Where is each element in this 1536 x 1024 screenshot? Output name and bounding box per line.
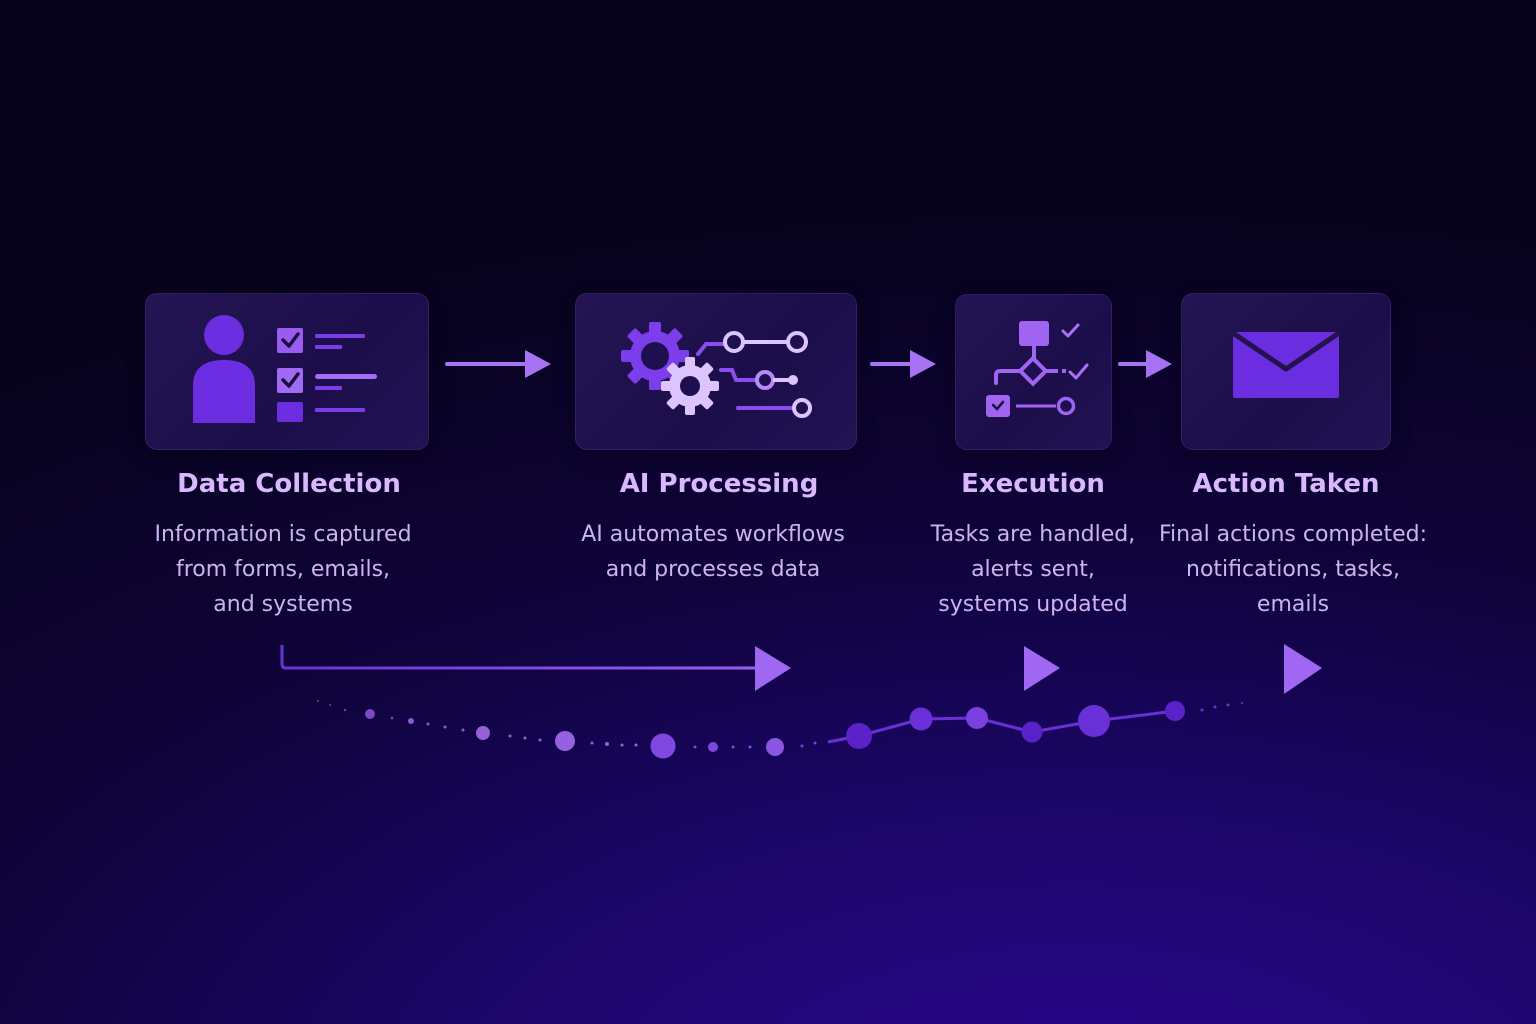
step-description: AI automates workflows and processes dat… — [581, 522, 845, 582]
timeline-dot — [365, 709, 375, 719]
timeline-dot — [476, 726, 490, 740]
timeline-dot — [1241, 702, 1243, 704]
step-card-ai-processing — [575, 293, 857, 450]
user-form-checklist-icon — [193, 315, 377, 423]
arrow-right-icon — [1118, 350, 1172, 378]
timeline-dot — [766, 738, 784, 756]
timeline-dot — [343, 708, 347, 712]
step-description: Final actions completed: notifications, … — [1158, 522, 1427, 617]
timeline-dot — [538, 738, 542, 742]
timeline-node — [966, 707, 988, 729]
flowchart-icon — [986, 321, 1089, 417]
triangle-arrow-icon — [755, 646, 791, 691]
triangle-arrow-icon — [1284, 644, 1322, 694]
timeline-dot — [317, 700, 319, 702]
timeline-dot — [650, 733, 676, 759]
timeline-line — [280, 645, 760, 670]
timeline-dot — [1213, 705, 1217, 709]
timeline-dot — [634, 743, 638, 747]
timeline-dot — [620, 743, 624, 747]
timeline-node — [1078, 705, 1110, 737]
step-title: Action Taken — [1192, 469, 1380, 499]
timeline-dot — [708, 742, 718, 752]
timeline-dot — [693, 745, 697, 749]
timeline-node — [846, 723, 872, 749]
timeline-dot — [1200, 708, 1204, 712]
envelope-icon — [1231, 330, 1341, 398]
timeline-dot — [329, 704, 331, 706]
timeline-dot — [408, 718, 414, 724]
timeline-node — [909, 707, 933, 731]
step-title: Data Collection — [177, 469, 401, 499]
step-title: Execution — [961, 469, 1105, 499]
timeline-dot — [605, 742, 609, 746]
timeline-dot — [461, 728, 465, 732]
timeline-dot — [1226, 703, 1230, 707]
timeline-dot — [590, 741, 594, 745]
step-card-execution — [955, 294, 1112, 450]
timeline-dot — [555, 731, 575, 751]
gears-circuit-icon — [621, 322, 812, 418]
timeline-node — [1165, 701, 1185, 721]
arrow-right-icon — [445, 350, 551, 378]
step-card-data-collection — [145, 293, 429, 450]
timeline-dot — [800, 744, 804, 748]
timeline-dot — [523, 736, 527, 740]
timeline-dot — [443, 725, 447, 729]
arrow-right-icon — [870, 350, 936, 378]
timeline-dot — [426, 722, 430, 726]
timeline-dot — [731, 745, 735, 749]
timeline-dot — [748, 745, 752, 749]
timeline-dot — [508, 734, 512, 738]
step-card-action-taken — [1181, 293, 1391, 450]
timeline-dot — [813, 741, 817, 745]
triangle-arrow-icon — [1024, 646, 1060, 691]
timeline-node — [1021, 721, 1043, 743]
step-description: Information is captured from forms, emai… — [154, 522, 412, 617]
timeline-dot — [390, 716, 394, 720]
step-title: AI Processing — [619, 469, 819, 499]
step-description: Tasks are handled, alerts sent, systems … — [930, 522, 1136, 617]
timeline-connector — [827, 709, 1176, 744]
